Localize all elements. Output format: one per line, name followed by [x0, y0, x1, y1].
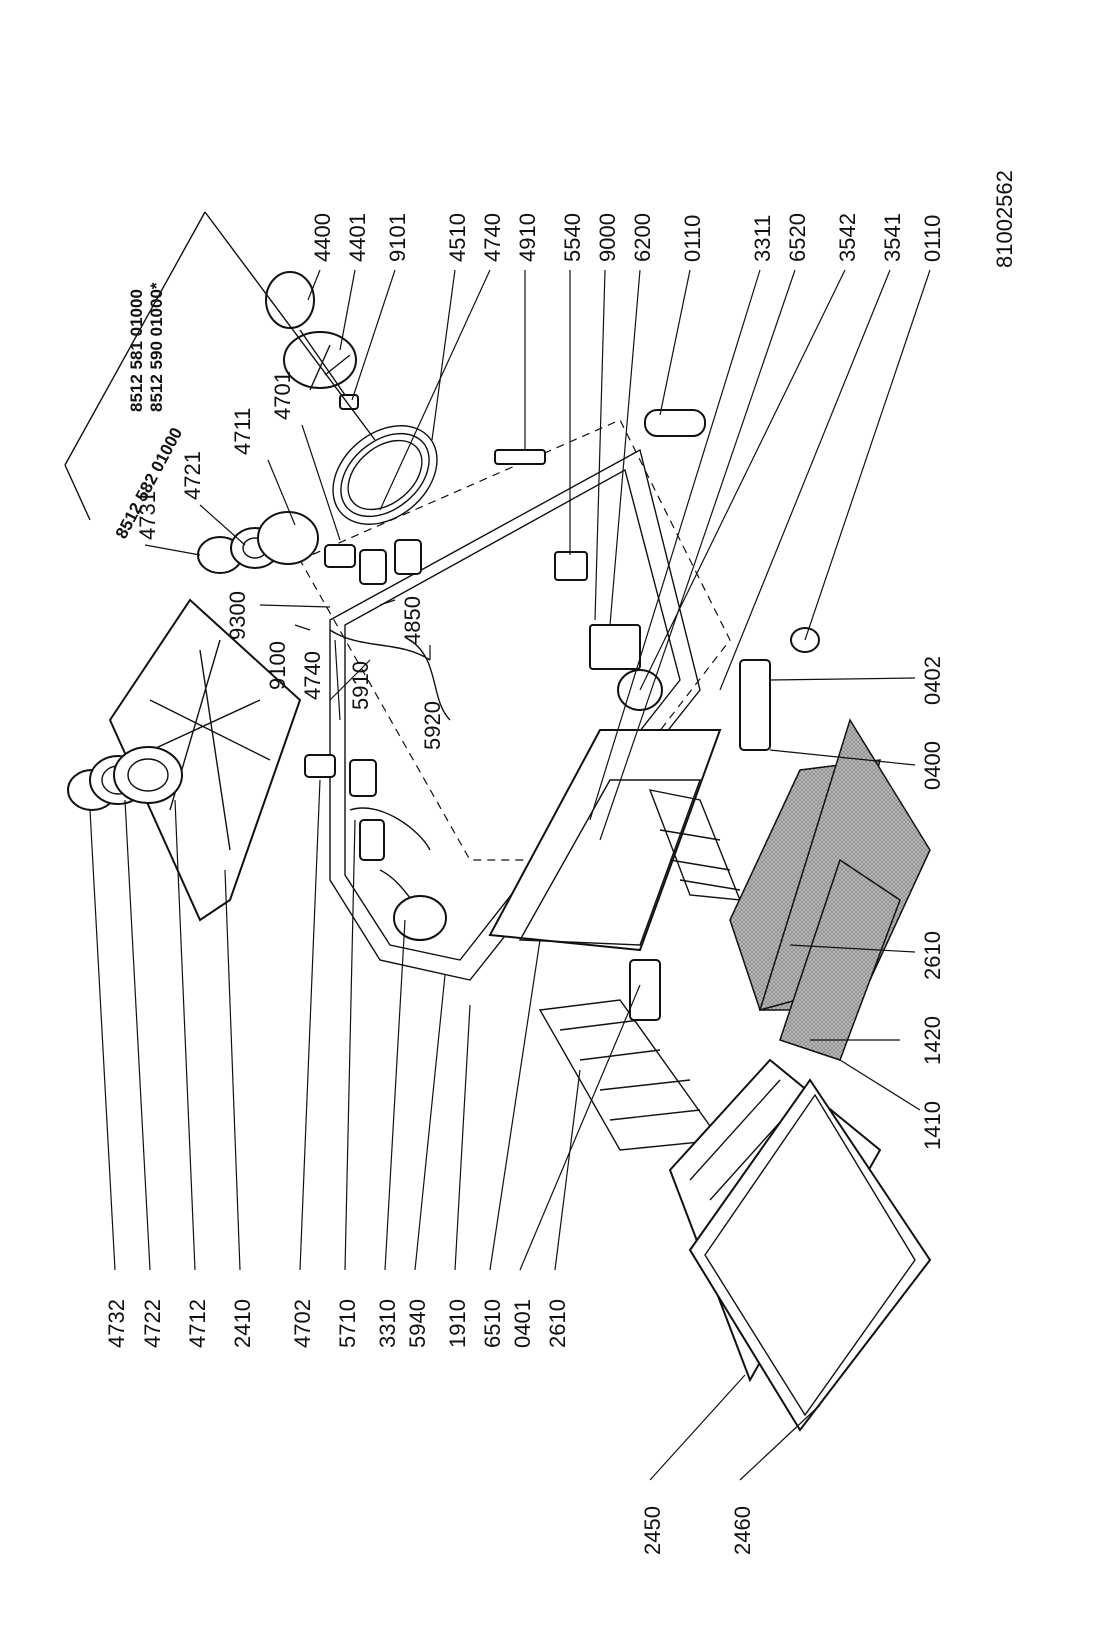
part-label-3541: 3541 [880, 213, 905, 262]
part-label-2460: 2460 [730, 1506, 755, 1555]
part-label-4702: 4702 [290, 1299, 315, 1348]
leader-lines [89, 269, 931, 1481]
part-label-4740: 4740 [480, 213, 505, 262]
part-label-2610-b: 2610 [545, 1299, 570, 1348]
part-label-5910: 5910 [348, 661, 373, 710]
part-label-5940: 5940 [405, 1299, 430, 1348]
part-label-2450: 2450 [640, 1506, 665, 1555]
part-label-0401: 0401 [510, 1299, 535, 1348]
part-label-4711: 4711 [230, 408, 255, 455]
part-label-4712: 4712 [185, 1299, 210, 1348]
part-label-6200: 6200 [630, 213, 655, 262]
part-label-2610: 2610 [920, 931, 945, 980]
part-label-9300: 9300 [225, 591, 250, 640]
part-label-4400: 4400 [310, 213, 335, 262]
part-label-2410: 2410 [230, 1299, 255, 1348]
part-label-9000: 9000 [595, 213, 620, 262]
part-label-9101: 9101 [385, 213, 410, 262]
part-label-1910: 1910 [445, 1299, 470, 1348]
part-label-5920: 5920 [420, 701, 445, 750]
part-label-1410: 1410 [920, 1101, 945, 1150]
part-label-4731: 4731 [135, 491, 160, 540]
part-label-4701: 4701 [270, 371, 295, 420]
part-label-4850: 4850 [400, 596, 425, 645]
part-label-6510: 6510 [480, 1299, 505, 1348]
part-label-9100: 9100 [265, 641, 290, 690]
part-label-4722: 4722 [140, 1299, 165, 1348]
part-label-0402: 0402 [920, 656, 945, 705]
part-label-4721: 4721 [180, 451, 205, 500]
drawing-artwork [64, 211, 932, 1432]
pan-support [108, 598, 302, 922]
part-label-0110-b: 0110 [920, 215, 945, 262]
part-label-1420: 1420 [920, 1016, 945, 1065]
part-label-5540: 5540 [560, 213, 585, 262]
part-label-4401: 4401 [345, 213, 370, 262]
part-label-0400: 0400 [920, 741, 945, 790]
part-label-0110: 0110 [680, 215, 705, 262]
part-label-4732: 4732 [104, 1299, 129, 1348]
part-label-3310: 3310 [375, 1299, 400, 1348]
part-label-4510: 4510 [445, 213, 470, 262]
circular-element [332, 425, 438, 525]
part-label-4740-b: 4740 [300, 651, 325, 700]
kit-code-2: 8512 581 01000 [127, 289, 146, 412]
part-label-3542: 3542 [835, 213, 860, 262]
drawing-number: 81002562 [992, 170, 1017, 268]
part-label-4910: 4910 [515, 213, 540, 262]
part-label-5710: 5710 [335, 1299, 360, 1348]
kit-code-3: 8512 590 01000* [147, 282, 166, 412]
part-label-3311: 3311 [750, 215, 775, 262]
part-label-6520: 6520 [785, 213, 810, 262]
